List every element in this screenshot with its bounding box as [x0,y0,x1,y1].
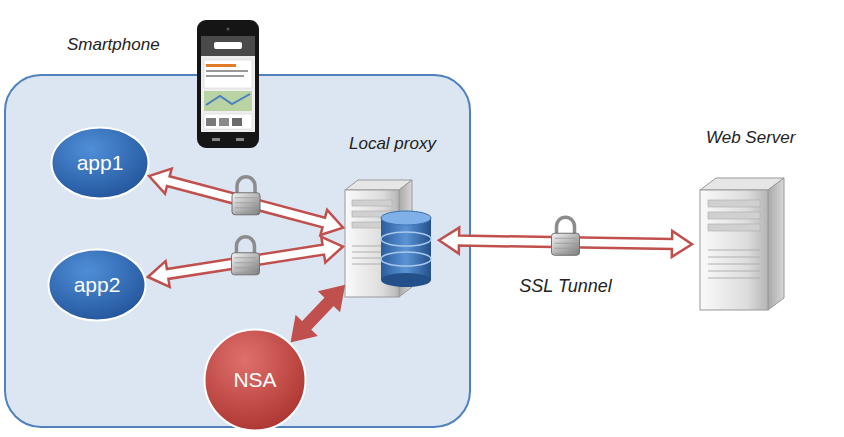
nsa-circle: NSA [203,328,307,432]
node-label: app2 [74,273,121,297]
node-label: NSA [233,368,276,392]
double-arrow [292,286,344,340]
proxy-server-box: Local proxy [345,182,431,297]
node-heading: Local proxy [349,134,436,154]
web-server-box: Web Server [700,180,786,310]
edge-label: SSL Tunnel [516,276,614,297]
node-label: app1 [77,151,124,175]
double-arrow [148,237,343,287]
app-ellipse: app2 [47,248,147,322]
web-server-picture [700,178,784,310]
node-heading: Smartphone [67,35,160,55]
padlock-icon [232,177,260,215]
padlock-icon [552,217,580,255]
node-heading: Web Server [706,128,795,148]
padlock-icon [231,237,259,275]
phone-picture [197,20,259,148]
double-arrow [439,228,692,257]
smartphone-box: Smartphoneapp1app2Local proxyNSA [5,75,470,427]
app-ellipse: app1 [50,126,150,200]
double-arrow [149,169,343,235]
proxy-server-picture [345,180,431,297]
smartphone-region [5,75,470,427]
